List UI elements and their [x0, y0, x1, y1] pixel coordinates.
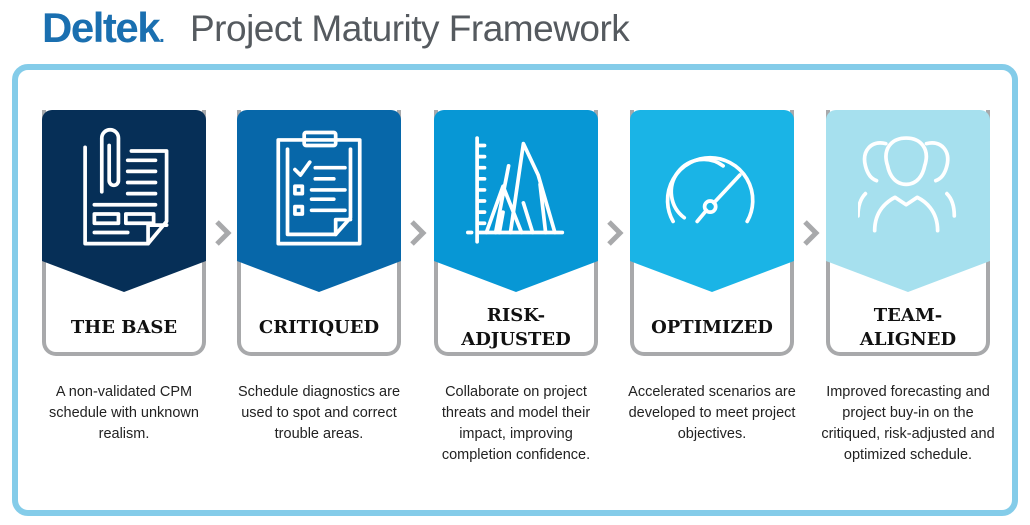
stage-card-risk-adjusted: RISK- ADJUSTED — [434, 110, 598, 360]
chevron-right-icon — [410, 220, 427, 246]
distribution-chart-icon — [466, 136, 565, 244]
stage-card-team-aligned: TEAM- ALIGNED — [826, 110, 990, 360]
stage-description: A non-validated CPM schedule with unknow… — [49, 384, 199, 442]
stage-header — [42, 110, 206, 292]
stage-description: Accelerated scenarios are developed to m… — [628, 384, 796, 442]
stage-header — [826, 110, 990, 292]
stage-label-line: CRITIQUED — [258, 317, 380, 338]
stage-label-line: RISK- — [486, 305, 546, 326]
stage-label-line: ALIGNED — [859, 329, 957, 350]
chevron-right-icon — [607, 220, 624, 246]
stage-header — [237, 110, 401, 292]
stage-label: CRITIQUED — [237, 298, 401, 358]
stage-label-line: THE BASE — [70, 317, 178, 338]
stage-label: OPTIMIZED — [630, 298, 794, 358]
document-paperclip-icon — [83, 127, 169, 246]
stage-label-line: ADJUSTED — [461, 329, 571, 350]
chevron-right-icon — [215, 220, 232, 246]
deltek-logo: Deltek. — [42, 4, 165, 51]
chevron-right-icon — [803, 220, 820, 246]
stage-header — [630, 110, 794, 292]
stage-card-optimized: OPTIMIZED — [630, 110, 794, 360]
stage-label-line: TEAM- — [873, 305, 943, 326]
stage-description: Collaborate on project threats and model… — [441, 384, 591, 463]
stage-card-the-base: THE BASE — [42, 110, 206, 360]
stage-label-line: OPTIMIZED — [651, 317, 773, 338]
stage-label: RISK- ADJUSTED — [434, 298, 598, 358]
framework-frame — [12, 64, 1018, 516]
stage-description: Schedule diagnostics are used to spot an… — [237, 384, 401, 442]
stage-card-critiqued: CRITIQUED — [237, 110, 401, 360]
speedometer-icon — [665, 156, 755, 224]
stage-label: THE BASE — [42, 298, 206, 358]
team-icon — [858, 136, 957, 233]
page-title: Project Maturity Framework — [190, 8, 630, 49]
clipboard-checklist-icon — [276, 130, 362, 246]
stage-label: TEAM- ALIGNED — [826, 298, 990, 358]
stage-description: Improved forecasting and project buy-in … — [821, 384, 995, 463]
stage-header — [434, 110, 598, 292]
